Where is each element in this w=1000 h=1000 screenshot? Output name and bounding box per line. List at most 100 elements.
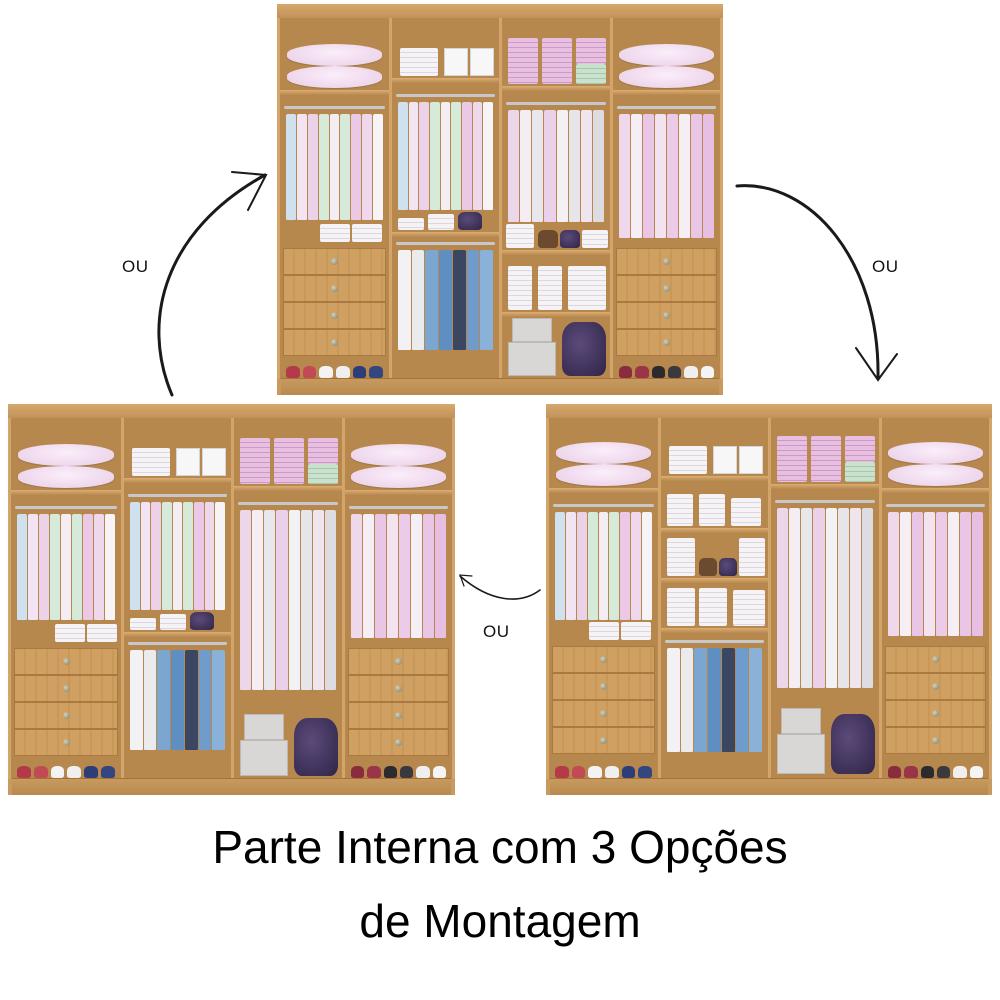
shelf <box>124 478 231 483</box>
pillow <box>888 442 983 464</box>
drawer-knob <box>331 285 338 292</box>
folded-towels <box>669 446 707 474</box>
column-left <box>546 418 658 779</box>
storage-box <box>508 342 556 376</box>
drawer-knob <box>600 683 607 690</box>
shelf <box>234 486 342 491</box>
shelf <box>771 484 879 489</box>
drawer <box>283 329 386 356</box>
folded-towels <box>508 266 532 310</box>
shelf <box>661 578 768 583</box>
travel-bag <box>562 322 606 376</box>
drawer <box>14 702 118 729</box>
hanging-pants <box>667 648 763 752</box>
shelf <box>502 86 610 91</box>
wardrobe-base <box>550 778 988 795</box>
drawer <box>348 648 449 675</box>
or-label: OU <box>872 257 899 276</box>
pillow <box>286 66 383 88</box>
folded-clothes <box>568 266 606 310</box>
shelf <box>124 632 231 637</box>
shelf <box>502 250 610 255</box>
pillow <box>555 442 652 464</box>
storage-box <box>202 448 226 476</box>
hanging-pants <box>398 250 494 350</box>
hanging-pants <box>130 650 226 750</box>
drawer <box>14 675 118 702</box>
pillow <box>619 44 714 66</box>
caption-line-1: Parte Interna com 3 Opções <box>212 821 788 873</box>
column-center-left <box>121 418 231 779</box>
folded-clothes <box>582 230 608 248</box>
drawer-knob <box>395 685 402 692</box>
column-center-right <box>768 418 879 779</box>
drawer-knob <box>600 737 607 744</box>
drawer-knob <box>932 737 939 744</box>
wardrobe-base <box>12 778 451 795</box>
folded-clothes <box>667 588 695 626</box>
drawer-knob <box>932 683 939 690</box>
hanging-long-clothes <box>240 510 336 690</box>
drawer-knob <box>62 739 70 746</box>
folded-clothes <box>542 38 572 84</box>
storage-box <box>244 714 284 740</box>
drawer-knob <box>932 710 939 717</box>
folded-towels <box>400 48 438 76</box>
folded-clothes <box>667 538 695 576</box>
hanging-long-clothes <box>777 508 873 688</box>
drawer <box>616 275 717 302</box>
drawer-knob <box>62 685 70 692</box>
shelf <box>613 90 720 95</box>
drawer <box>14 648 118 675</box>
folded-clothes <box>160 614 186 630</box>
drawer <box>14 729 118 756</box>
drawer-knob <box>395 739 402 746</box>
hanging-rod <box>665 640 764 643</box>
drawer <box>885 727 986 754</box>
folded-clothes <box>87 624 117 642</box>
hanging-rod <box>775 500 875 503</box>
folded-clothes <box>130 618 156 630</box>
storage-box <box>781 708 821 734</box>
hanging-rod <box>284 106 385 109</box>
shoes <box>17 762 115 778</box>
hanging-shirts <box>555 512 653 620</box>
storage-box <box>470 48 494 76</box>
column-right <box>342 418 455 779</box>
wardrobe-base <box>281 378 719 395</box>
caption-line-2: de Montagem <box>359 895 641 947</box>
pillow <box>351 466 446 488</box>
drawer <box>283 248 386 275</box>
hanging-dresses <box>888 512 983 636</box>
travel-bag <box>831 714 875 774</box>
folded-clothes <box>699 494 725 526</box>
shelf <box>392 232 499 237</box>
travel-bag <box>294 718 338 776</box>
drawer <box>552 700 655 727</box>
shelf <box>392 78 499 83</box>
wardrobe-option-bottom-right <box>546 404 992 795</box>
wardrobe-option-bottom-left <box>8 404 455 795</box>
drawer-knob <box>395 658 402 665</box>
purse <box>538 230 558 248</box>
folded-clothes <box>240 438 270 484</box>
hanging-rod <box>128 494 227 497</box>
drawer <box>348 702 449 729</box>
storage-box <box>713 446 737 474</box>
shelf <box>345 490 452 495</box>
purse <box>560 230 580 248</box>
folded-clothes <box>576 64 606 84</box>
hanging-rod <box>15 506 117 509</box>
drawer <box>552 727 655 754</box>
or-label: OU <box>483 622 510 641</box>
folded-clothes <box>699 588 727 626</box>
drawer <box>552 673 655 700</box>
shelf <box>11 490 121 495</box>
column-center-left <box>658 418 768 779</box>
drawer-knob <box>663 312 670 319</box>
storage-box <box>739 446 763 474</box>
drawer-knob <box>663 285 670 292</box>
shoes <box>888 762 983 778</box>
folded-towels <box>132 448 170 476</box>
drawer <box>348 675 449 702</box>
